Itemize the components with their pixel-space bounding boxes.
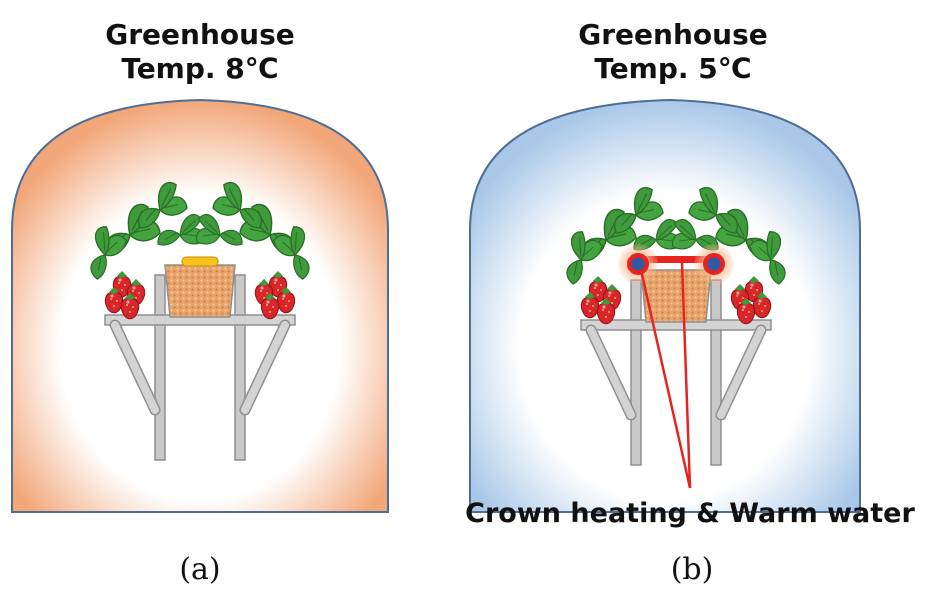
callout-pointer <box>639 261 692 489</box>
caption-a: (a) <box>179 552 221 587</box>
bench-a <box>75 183 326 460</box>
title-b-line2: Temp. 5℃ <box>594 52 752 85</box>
title-a-line1: Greenhouse <box>105 18 295 51</box>
title-b-line1: Greenhouse <box>578 18 768 51</box>
caption-b: (b) <box>670 552 714 587</box>
title-a-line2: Temp. 8℃ <box>121 52 279 85</box>
crown-heater-left <box>618 244 658 284</box>
crown-heater-right <box>694 244 734 284</box>
callout-label: Crown heating & Warm water <box>465 498 915 529</box>
title-a: Greenhouse Temp. 8℃ <box>40 18 360 86</box>
bench-b <box>551 188 802 465</box>
title-b: Greenhouse Temp. 5℃ <box>513 18 833 86</box>
